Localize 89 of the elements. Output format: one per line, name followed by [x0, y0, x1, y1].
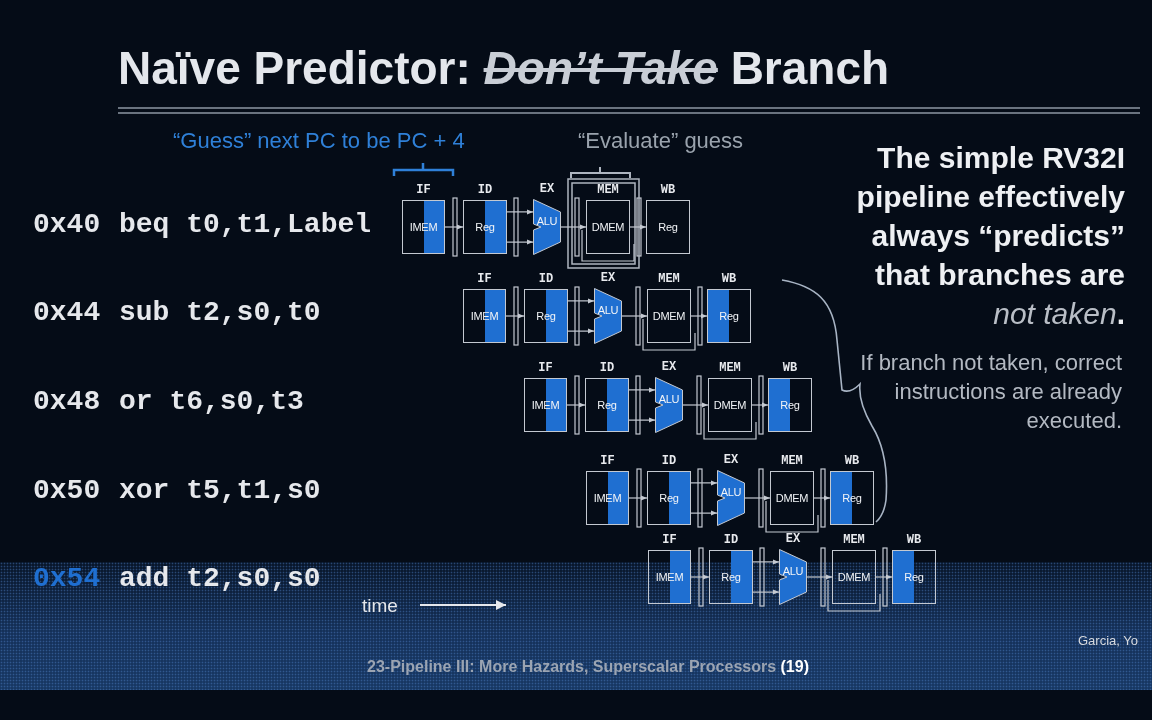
signal-arrow: [560, 224, 587, 230]
stage-label: ID: [538, 273, 554, 286]
slide-title: Naïve Predictor: Don’t Take Branch: [118, 41, 890, 96]
alu-block: ALU: [655, 377, 683, 433]
register-file-block: Reg: [830, 471, 874, 525]
stage-label: EX: [600, 272, 616, 285]
alu-block: ALU: [533, 199, 561, 255]
register-file-block: Reg: [646, 200, 690, 254]
signal-arrow: [752, 589, 780, 595]
stage-label: IF: [600, 455, 615, 468]
stage-label: IF: [662, 534, 677, 547]
annotation-text: “Guess” next PC to be PC + 4: [173, 128, 465, 154]
axis-label: time: [362, 595, 398, 617]
stage-label: ID: [661, 455, 677, 468]
signal-arrow: [621, 313, 648, 319]
address-label: 0x54: [33, 562, 101, 596]
stage-label: MEM: [781, 455, 803, 468]
signal-arrow: [628, 495, 648, 501]
address-label: 0x50: [33, 474, 101, 508]
signal-arrow: [567, 328, 595, 334]
stage-label: ID: [477, 184, 493, 197]
instruction-text: add t2,s0,s0: [119, 562, 321, 596]
statement-text: The simple RV32I pipeline effectively always “predicts” that branches are not taken.: [855, 140, 1125, 332]
stage-label: MEM: [843, 534, 865, 547]
alu-block: ALU: [779, 549, 807, 605]
signal-arrow: [505, 313, 525, 319]
instruction-text: beq t0,t1,Label: [119, 208, 372, 242]
signal-arrow: [629, 224, 647, 230]
signal-arrow: [806, 574, 833, 580]
address-label: 0x48: [33, 385, 101, 419]
stage-label: EX: [539, 183, 555, 196]
signal-arrow: [444, 224, 464, 230]
signal-arrow: [628, 387, 656, 393]
register-file-block: Reg: [892, 550, 936, 604]
address-label: 0x40: [33, 208, 101, 242]
register-file-block: Reg: [585, 378, 629, 432]
stage-label: EX: [785, 533, 801, 546]
data-memory-block: DMEM: [832, 550, 876, 604]
signal-arrow: [690, 480, 718, 486]
register-file-block: Reg: [768, 378, 812, 432]
stage-label: ID: [723, 534, 739, 547]
signal-arrow: [875, 574, 893, 580]
stage-label: IF: [538, 362, 553, 375]
author-credit: Garcia, Yo: [1078, 633, 1138, 649]
stage-label: WB: [660, 184, 676, 197]
stage-label: MEM: [597, 184, 619, 197]
data-memory-block: DMEM: [647, 289, 691, 343]
signal-arrow: [506, 239, 534, 245]
stage-label: MEM: [719, 362, 741, 375]
register-file-block: Reg: [707, 289, 751, 343]
signal-arrow: [690, 574, 710, 580]
instruction-memory-block: IMEM: [648, 550, 691, 604]
signal-arrow: [751, 402, 769, 408]
register-file-block: Reg: [463, 200, 507, 254]
stage-label: EX: [723, 454, 739, 467]
address-label: 0x44: [33, 296, 101, 330]
register-file-block: Reg: [647, 471, 691, 525]
register-file-block: Reg: [709, 550, 753, 604]
signal-arrow: [506, 209, 534, 215]
signal-arrow: [752, 559, 780, 565]
alu-block: ALU: [717, 470, 745, 526]
instruction-text: or t6,s0,t3: [119, 385, 304, 419]
signal-arrow: [690, 313, 708, 319]
signal-arrow: [628, 417, 656, 423]
instruction-text: sub t2,s0,t0: [119, 296, 321, 330]
stage-label: IF: [416, 184, 431, 197]
signal-arrow: [566, 402, 586, 408]
alu-block: ALU: [594, 288, 622, 344]
signal-arrow: [813, 495, 831, 501]
stage-label: ID: [599, 362, 615, 375]
note-text: If branch not taken, correct instructions are already executed.: [859, 349, 1122, 435]
stage-label: WB: [782, 362, 798, 375]
stage-label: MEM: [658, 273, 680, 286]
stage-label: EX: [661, 361, 677, 374]
signal-arrow: [744, 495, 771, 501]
stage-label: WB: [844, 455, 860, 468]
stage-label: WB: [721, 273, 737, 286]
data-memory-block: DMEM: [770, 471, 814, 525]
instruction-text: xor t5,t1,s0: [119, 474, 321, 508]
stage-label: IF: [477, 273, 492, 286]
footer-text: 23-Pipeline III: More Hazards, Superscalar Processors (19): [367, 657, 809, 676]
signal-arrow: [567, 298, 595, 304]
signal-arrow: [682, 402, 709, 408]
data-memory-block: DMEM: [586, 200, 630, 254]
signal-arrow: [690, 510, 718, 516]
register-file-block: Reg: [524, 289, 568, 343]
data-memory-block: DMEM: [708, 378, 752, 432]
annotation-text: “Evaluate” guess: [578, 128, 744, 154]
stage-label: WB: [906, 534, 922, 547]
